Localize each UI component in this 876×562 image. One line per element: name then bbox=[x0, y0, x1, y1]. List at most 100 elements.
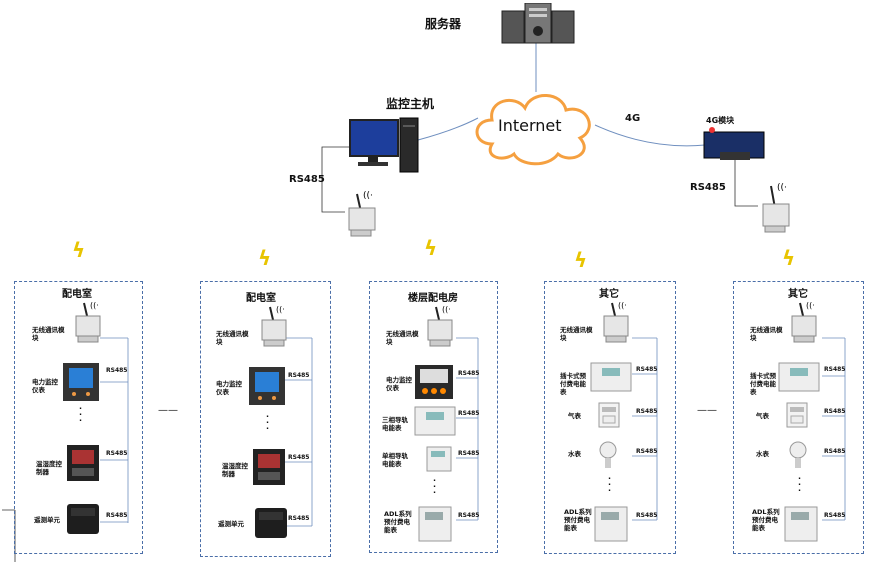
svg-text:((·: ((· bbox=[777, 183, 787, 193]
module-4g-icon bbox=[700, 126, 770, 166]
water-meter-icon bbox=[788, 440, 808, 474]
continuation-dots: ··· bbox=[266, 412, 270, 433]
rs485-right-label: RS485 bbox=[690, 182, 726, 193]
wireless-signal-icon: ϟ bbox=[72, 238, 86, 262]
rs485-tag: RS485 bbox=[824, 448, 846, 455]
prepaid-meter-icon bbox=[594, 506, 628, 546]
panel-title: 其它 bbox=[599, 289, 619, 300]
separator: —— bbox=[158, 405, 178, 416]
card-prepaid-meter-icon bbox=[778, 362, 820, 396]
rs485-tag: RS485 bbox=[106, 450, 128, 457]
item-label: 插卡式预付费电能表 bbox=[560, 372, 586, 396]
rs485-tag: RS485 bbox=[636, 448, 658, 455]
link-4g-label: 4G bbox=[625, 113, 641, 124]
rs485-tag: RS485 bbox=[106, 512, 128, 519]
rs485-tag: RS485 bbox=[458, 410, 480, 417]
svg-text:((·: ((· bbox=[363, 191, 373, 201]
rs485-tag: RS485 bbox=[458, 370, 480, 377]
panel-3 bbox=[369, 281, 498, 553]
panel-1 bbox=[14, 281, 143, 554]
item-label: 无线通讯模块 bbox=[750, 326, 783, 342]
wireless-signal-icon: ϟ bbox=[424, 236, 438, 260]
three-phase-meter-icon bbox=[414, 406, 456, 440]
card-prepaid-meter-icon bbox=[590, 362, 632, 396]
server-icon bbox=[500, 2, 575, 49]
single-phase-meter-icon bbox=[426, 446, 452, 476]
wireless-signal-icon: ϟ bbox=[574, 248, 588, 272]
svg-text:((·: ((· bbox=[276, 305, 285, 314]
wireless-module-icon: ((· bbox=[70, 300, 106, 348]
continuation-dots: ··· bbox=[79, 404, 83, 425]
item-label: ADL系列预付费电能表 bbox=[384, 510, 412, 534]
panel-title: 其它 bbox=[788, 289, 808, 300]
item-label: ADL系列预付费电能表 bbox=[564, 508, 592, 532]
item-label: 无线通讯模块 bbox=[216, 330, 249, 346]
rs485-tag: RS485 bbox=[288, 454, 310, 461]
svg-text:((·: ((· bbox=[806, 301, 815, 310]
rs485-tag: RS485 bbox=[636, 366, 658, 373]
rs485-tag: RS485 bbox=[636, 408, 658, 415]
rs485-tag: RS485 bbox=[458, 450, 480, 457]
continuation-dots: ··· bbox=[798, 474, 802, 495]
wireless-module-icon: ((· bbox=[598, 300, 634, 348]
rs485-tag: RS485 bbox=[824, 512, 846, 519]
telemetry-unit-icon bbox=[254, 506, 288, 544]
power-meter-icon bbox=[248, 366, 286, 410]
item-label: 水表 bbox=[568, 450, 581, 458]
svg-text:((·: ((· bbox=[90, 301, 99, 310]
item-label: 温湿度控制器 bbox=[36, 460, 62, 476]
computer-icon bbox=[348, 116, 420, 180]
rs485-tag: RS485 bbox=[288, 372, 310, 379]
rs485-tag: RS485 bbox=[106, 367, 128, 374]
item-label: ADL系列预付费电能表 bbox=[752, 508, 780, 532]
continuation-dots: ··· bbox=[433, 476, 437, 497]
panel-title: 配电室 bbox=[246, 293, 276, 304]
item-label: 遥测单元 bbox=[34, 516, 60, 524]
item-label: 无线通讯模块 bbox=[560, 326, 593, 342]
wireless-signal-icon: ϟ bbox=[782, 246, 796, 270]
item-label: 温湿度控制器 bbox=[222, 462, 248, 478]
gas-meter-icon bbox=[598, 402, 620, 432]
item-label: 插卡式预付费电能表 bbox=[750, 372, 776, 396]
item-label: 无线通讯模块 bbox=[386, 330, 419, 346]
continuation-dots: ··· bbox=[608, 474, 612, 495]
item-label: 三相导轨电能表 bbox=[382, 416, 408, 432]
wireless-signal-icon: ϟ bbox=[258, 246, 272, 270]
temperature-controller-icon bbox=[66, 444, 100, 486]
rs485-left-label: RS485 bbox=[289, 174, 325, 185]
rs485-tag: RS485 bbox=[824, 366, 846, 373]
item-label: 遥测单元 bbox=[218, 520, 244, 528]
panel-5 bbox=[733, 281, 864, 554]
rs485-tag: RS485 bbox=[824, 408, 846, 415]
module-4g-label: 4G模块 bbox=[706, 116, 735, 125]
svg-text:((·: ((· bbox=[442, 305, 451, 314]
wireless-module-icon: ((· bbox=[422, 304, 458, 352]
svg-text:((·: ((· bbox=[618, 301, 627, 310]
host-label: 监控主机 bbox=[386, 97, 435, 111]
prepaid-meter-icon bbox=[418, 506, 452, 546]
wireless-module-icon: ((· bbox=[256, 304, 292, 352]
panel-title: 配电室 bbox=[62, 289, 92, 300]
telemetry-unit-icon bbox=[66, 502, 100, 540]
item-label: 电力监控仪表 bbox=[216, 380, 242, 396]
power-meter-icon bbox=[414, 364, 454, 404]
rs485-tag: RS485 bbox=[288, 515, 310, 522]
panel-title: 楼层配电房 bbox=[408, 293, 458, 304]
item-label: 水表 bbox=[756, 450, 769, 458]
item-label: 气表 bbox=[756, 412, 769, 420]
separator: —— bbox=[697, 405, 717, 416]
rs485-tag: RS485 bbox=[636, 512, 658, 519]
item-label: 无线通讯模块 bbox=[32, 326, 65, 342]
item-label: 单相导轨电能表 bbox=[382, 452, 408, 468]
rs485-tag: RS485 bbox=[458, 512, 480, 519]
internet-cloud-icon bbox=[470, 88, 600, 170]
panel-4 bbox=[544, 281, 676, 554]
water-meter-icon bbox=[598, 440, 618, 474]
internet-label: Internet bbox=[498, 116, 562, 135]
item-label: 电力监控仪表 bbox=[386, 376, 412, 392]
wireless-module-icon: ((· bbox=[343, 190, 379, 242]
power-meter-icon bbox=[62, 362, 100, 406]
wireless-module-icon: ((· bbox=[757, 182, 793, 240]
item-label: 电力监控仪表 bbox=[32, 378, 58, 394]
